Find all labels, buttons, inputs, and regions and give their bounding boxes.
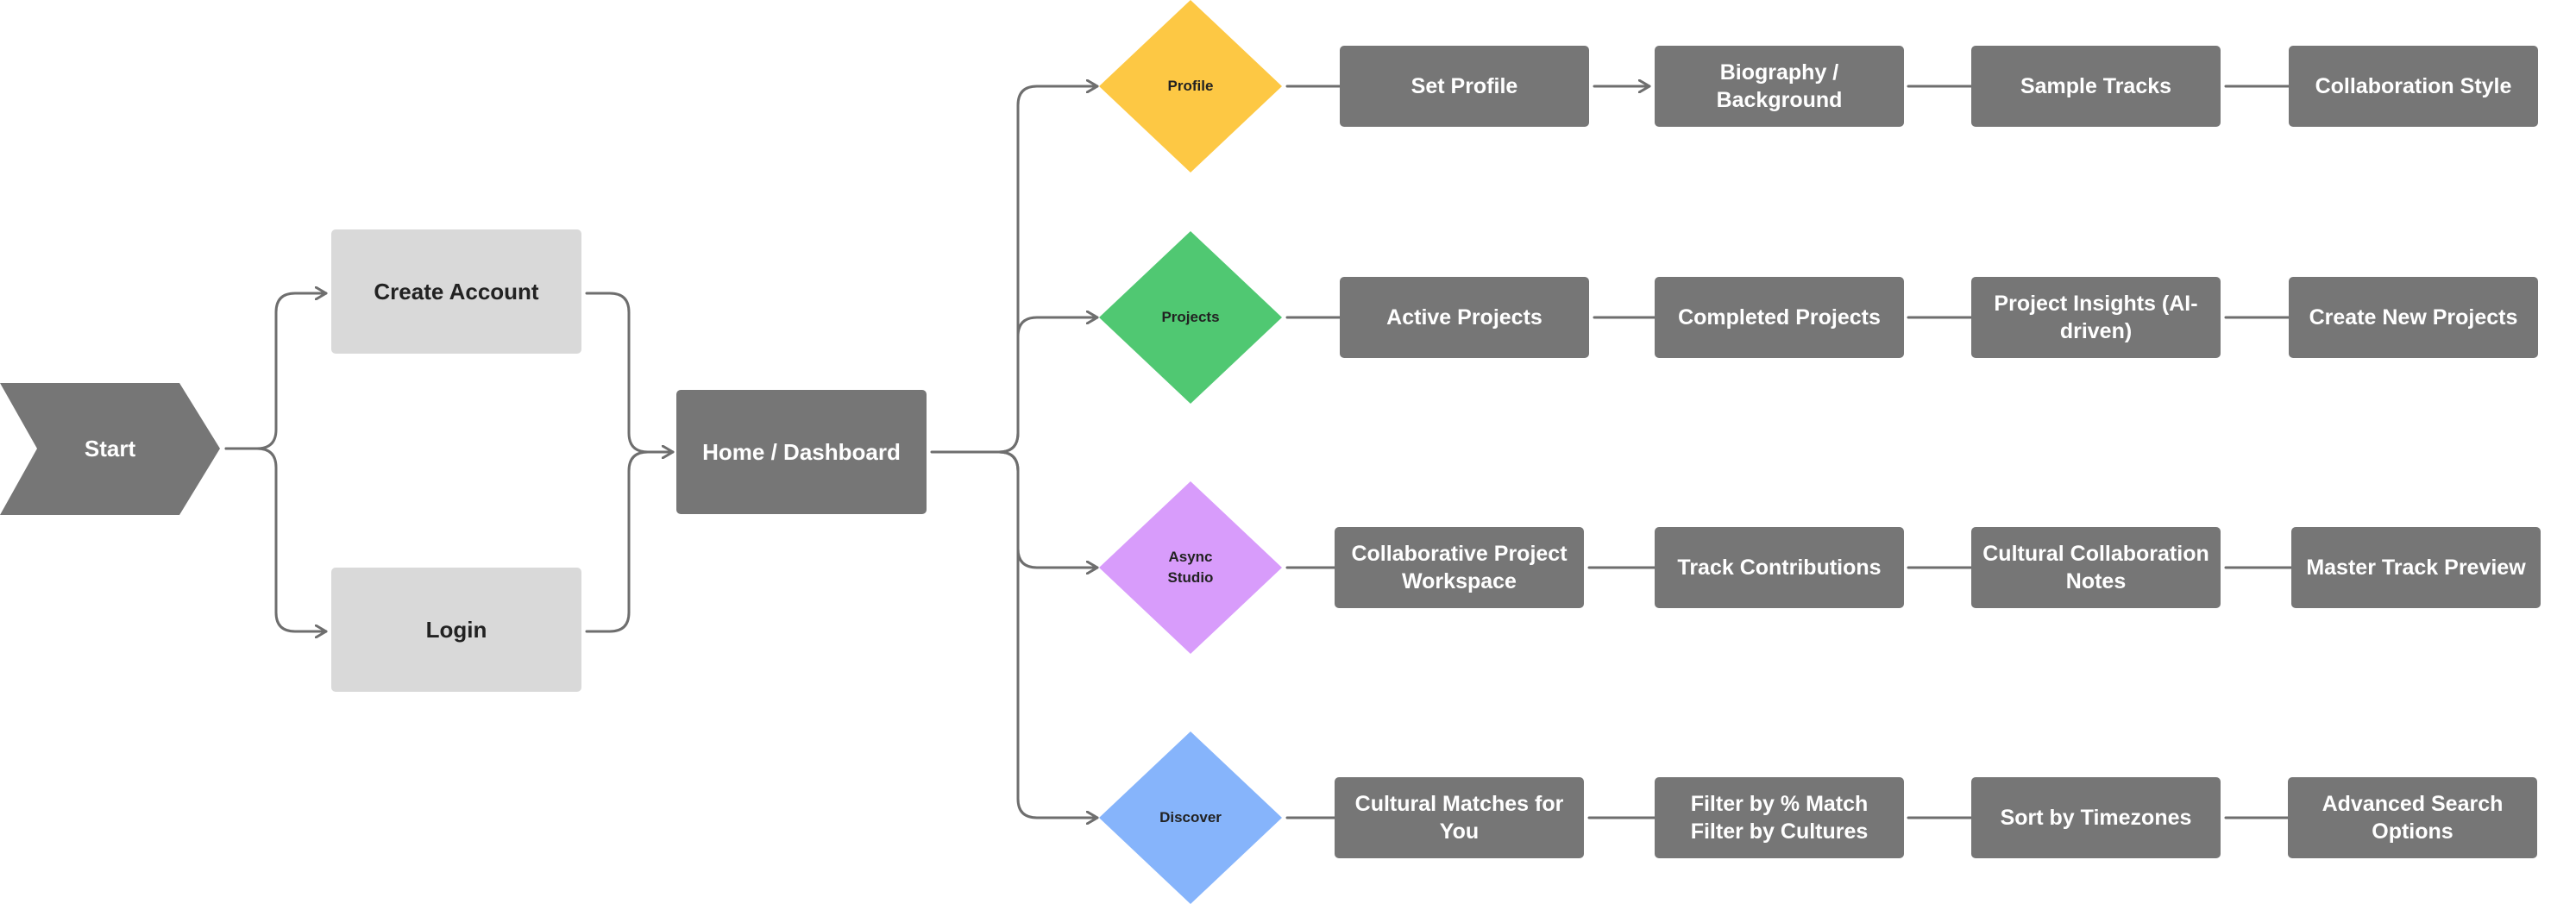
filter-label: Filter by % Match Filter by Cultures (1690, 792, 1869, 844)
create-account-node[interactable]: Create Account (331, 229, 581, 354)
cultural-matches-node[interactable]: Cultural Matches for You (1335, 777, 1584, 858)
advanced-search-label: Advanced Search Options (2322, 792, 2504, 844)
projects-diamond-label: Projects (1161, 309, 1220, 325)
collaborative-workspace-label: Collaborative Project Workspace (1351, 542, 1568, 593)
start-label: Start (84, 436, 136, 461)
completed-projects-node[interactable]: Completed Projects (1655, 277, 1904, 358)
connector-home-profile (930, 86, 1099, 454)
connector-home-discover (997, 450, 1099, 818)
track-contributions-node[interactable]: Track Contributions (1655, 527, 1904, 608)
discover-diamond-label: Discover (1159, 809, 1222, 826)
connector-home-projects (997, 317, 1099, 454)
completed-projects-label: Completed Projects (1678, 305, 1881, 330)
master-track-preview-node[interactable]: Master Track Preview (2291, 527, 2541, 608)
login-label: Login (425, 617, 487, 643)
connector-start-login (224, 447, 328, 631)
collaboration-style-node[interactable]: Collaboration Style (2289, 46, 2538, 127)
home-dashboard-node[interactable]: Home / Dashboard (676, 390, 927, 514)
create-new-projects-label: Create New Projects (2309, 305, 2518, 330)
create-account-label: Create Account (374, 279, 539, 304)
connector-start-create (224, 293, 328, 450)
home-dashboard-label: Home / Dashboard (702, 439, 901, 465)
sample-tracks-label: Sample Tracks (2020, 74, 2172, 98)
set-profile-label: Set Profile (1411, 74, 1518, 98)
collaboration-style-label: Collaboration Style (2315, 74, 2512, 98)
set-profile-node[interactable]: Set Profile (1340, 46, 1589, 127)
create-new-projects-node[interactable]: Create New Projects (2289, 277, 2538, 358)
master-track-preview-label: Master Track Preview (2306, 556, 2526, 580)
connector-create-home (585, 292, 675, 452)
active-projects-node[interactable]: Active Projects (1340, 277, 1589, 358)
sort-by-timezones-label: Sort by Timezones (2000, 806, 2192, 830)
active-projects-label: Active Projects (1386, 305, 1542, 330)
projects-diamond[interactable] (1099, 231, 1282, 404)
sample-tracks-node[interactable]: Sample Tracks (1971, 46, 2221, 127)
start-node[interactable] (0, 383, 220, 515)
profile-diamond[interactable] (1099, 0, 1282, 173)
cultural-collaboration-notes-label: Cultural Collaboration Notes (1982, 542, 2209, 593)
project-insights-node[interactable]: Project Insights (AI- driven) (1971, 277, 2221, 358)
project-insights-label: Project Insights (AI- driven) (1994, 292, 2198, 343)
async-studio-diamond[interactable] (1099, 481, 1282, 654)
login-node[interactable]: Login (331, 568, 581, 692)
discover-diamond[interactable] (1099, 731, 1282, 904)
sort-by-timezones-node[interactable]: Sort by Timezones (1971, 777, 2221, 858)
track-contributions-label: Track Contributions (1677, 556, 1882, 580)
profile-diamond-label: Profile (1167, 78, 1214, 94)
connector-login-home (585, 450, 650, 633)
cultural-matches-label: Cultural Matches for You (1354, 792, 1564, 844)
collaborative-workspace-node[interactable]: Collaborative Project Workspace (1335, 527, 1584, 608)
advanced-search-node[interactable]: Advanced Search Options (2288, 777, 2537, 858)
biography-background-label: Biography / Background (1716, 60, 1843, 112)
async-studio-diamond-label: Async Studio (1167, 549, 1214, 586)
biography-background-node[interactable]: Biography / Background (1655, 46, 1904, 127)
filter-node[interactable]: Filter by % Match Filter by Cultures (1655, 777, 1904, 858)
cultural-collaboration-notes-node[interactable]: Cultural Collaboration Notes (1971, 527, 2221, 608)
connector-home-async (997, 450, 1099, 568)
